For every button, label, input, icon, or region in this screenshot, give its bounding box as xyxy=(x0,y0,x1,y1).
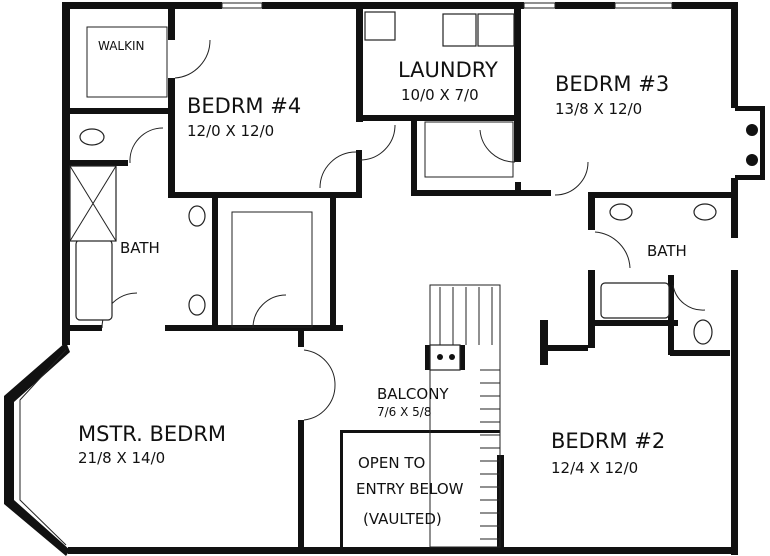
room-label-bath-right: BATH xyxy=(647,242,687,260)
wall-segment xyxy=(735,106,765,111)
door-swing xyxy=(479,129,516,163)
wall-segment xyxy=(515,182,521,196)
closet-shelf xyxy=(424,121,514,178)
wall-segment xyxy=(760,106,765,180)
open-entry-line1: OPEN TO xyxy=(358,454,425,472)
room-size-balcony: 7/6 X 5/8 xyxy=(377,405,431,419)
wall-segment xyxy=(66,160,128,166)
wall-segment xyxy=(68,547,736,554)
fireplace-flue xyxy=(746,154,758,166)
washer xyxy=(442,13,477,47)
door-swing xyxy=(252,294,287,329)
door-swing xyxy=(594,231,631,269)
wall-segment xyxy=(555,2,615,9)
room-size-master: 21/8 X 14/0 xyxy=(78,449,165,467)
wall-segment xyxy=(66,325,102,331)
sink-drain xyxy=(437,354,443,360)
door-swing xyxy=(174,39,211,79)
wall-segment xyxy=(212,195,218,327)
sink xyxy=(188,205,206,227)
wall-segment xyxy=(411,118,417,196)
wall-segment xyxy=(340,430,343,550)
wall-segment xyxy=(360,115,520,121)
toilet-left xyxy=(79,128,105,146)
toilet-right xyxy=(693,319,713,345)
wall-segment xyxy=(735,175,765,180)
wall-segment xyxy=(168,78,175,195)
door-swing xyxy=(303,384,336,421)
room-size-bedrm2: 12/4 X 12/0 xyxy=(551,459,638,477)
wall-segment xyxy=(168,2,175,40)
door-swing xyxy=(303,349,336,386)
sink-drain xyxy=(449,354,455,360)
room-label-bedrm3: BEDRM #3 xyxy=(555,72,669,96)
dryer xyxy=(477,13,515,47)
wall-segment xyxy=(411,190,551,196)
room-label-bedrm4: BEDRM #4 xyxy=(187,94,301,118)
door-swing xyxy=(359,124,396,161)
room-label-master: MSTR. BEDRM xyxy=(78,422,226,446)
bay-window-wall xyxy=(4,342,70,556)
room-label-laundry: LAUNDRY xyxy=(398,58,498,82)
wall-segment xyxy=(165,325,343,331)
walkin-shelf xyxy=(86,26,168,98)
sink xyxy=(609,203,633,221)
door-swing xyxy=(319,151,357,189)
room-label-bath-left: BATH xyxy=(120,239,160,257)
door-swing xyxy=(672,284,706,311)
wall-segment xyxy=(62,2,222,9)
open-entry-line2: ENTRY BELOW xyxy=(356,480,464,498)
wall-segment xyxy=(731,270,738,555)
wall-segment xyxy=(668,275,674,355)
wall-segment xyxy=(62,2,70,345)
wall-segment xyxy=(66,108,172,114)
wall-segment xyxy=(731,2,738,108)
wall-segment xyxy=(672,2,738,9)
room-size-laundry: 10/0 X 7/0 xyxy=(401,86,479,104)
bathtub-right xyxy=(600,282,670,319)
window xyxy=(614,2,673,9)
bathtub-left xyxy=(75,239,113,321)
sink xyxy=(693,203,717,221)
window xyxy=(523,2,556,9)
sink xyxy=(188,294,206,316)
shower-x xyxy=(69,165,117,242)
washer xyxy=(364,11,396,41)
wall-segment xyxy=(168,192,360,198)
wall-segment xyxy=(670,350,730,356)
wall-segment xyxy=(590,192,735,198)
room-size-bedrm3: 13/8 X 12/0 xyxy=(555,100,642,118)
closet-shelf xyxy=(231,211,313,328)
wall-segment xyxy=(588,192,595,230)
wall-segment xyxy=(356,2,363,122)
room-size-bedrm4: 12/0 X 12/0 xyxy=(187,122,274,140)
wall-segment xyxy=(340,430,500,433)
room-label-walkin: WALKIN xyxy=(98,39,145,53)
wall-segment xyxy=(514,2,521,162)
door-swing xyxy=(554,161,589,196)
fireplace-flue xyxy=(746,124,758,136)
wall-segment xyxy=(356,150,362,198)
door-swing xyxy=(129,127,164,164)
bay-window-glass xyxy=(19,349,67,546)
fixtures xyxy=(69,11,758,548)
balcony-sink xyxy=(429,344,461,371)
window xyxy=(221,2,263,9)
wall-segment xyxy=(588,320,678,326)
wall-segment xyxy=(298,420,304,552)
wall-segment xyxy=(548,345,588,351)
wall-segment xyxy=(731,178,738,238)
wall-segment xyxy=(588,270,595,348)
room-label-balcony: BALCONY xyxy=(377,385,449,403)
wall-segment xyxy=(298,327,304,347)
wall-segment xyxy=(330,195,336,327)
wall-segment xyxy=(540,320,548,365)
stairs xyxy=(429,284,501,548)
open-entry-line3: (VAULTED) xyxy=(363,510,442,528)
wall-segment xyxy=(262,2,524,9)
room-label-bedrm2: BEDRM #2 xyxy=(551,429,665,453)
